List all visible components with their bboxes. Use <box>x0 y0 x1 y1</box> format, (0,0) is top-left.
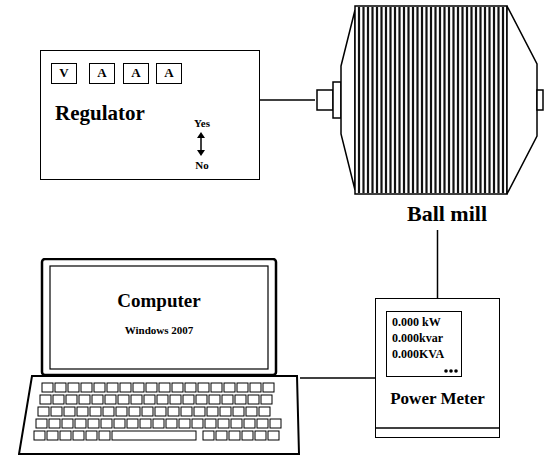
ball-mill: Ball mill <box>315 2 545 230</box>
regulator-box: V A A A RegulatorYesNo <box>40 50 260 180</box>
connection-line <box>260 99 315 101</box>
switch-label: No <box>195 159 208 172</box>
ball-mill-drawing <box>315 2 545 198</box>
laptop-computer: ComputerWindows 2007 <box>18 258 300 456</box>
component-label: Ball mill <box>407 201 487 226</box>
box-title: Regulator <box>55 101 145 125</box>
meter-reading: 0.000KVA <box>392 348 444 362</box>
laptop-drawing <box>18 258 300 456</box>
os-label: Windows 2007 <box>125 324 194 337</box>
component-label: Computer <box>117 290 200 312</box>
connection-line <box>300 377 375 379</box>
gauge-box: V <box>51 63 77 84</box>
connection-line <box>437 230 439 298</box>
meter-reading: 0.000 kW <box>392 316 441 330</box>
display-indicator-dots <box>444 369 458 373</box>
component-label: Power Meter <box>390 389 485 409</box>
meter-display: 0.000 kW 0.000kvar 0.000KVA <box>386 311 462 377</box>
meter-base-line <box>376 427 499 429</box>
gauge-symbol: A <box>97 66 106 81</box>
yes-no-switch-arrow <box>197 132 205 156</box>
gauge-symbol: V <box>59 66 68 81</box>
gauge-symbol: A <box>164 66 173 81</box>
gauge-box: A <box>156 63 182 84</box>
meter-reading: 0.000kvar <box>392 332 443 346</box>
switch-label: Yes <box>194 117 210 130</box>
gauge-symbol: A <box>131 66 140 81</box>
power-meter-box: 0.000 kW 0.000kvar 0.000KVA Power Meter <box>375 298 500 438</box>
gauge-box: A <box>89 63 115 84</box>
gauge-box: A <box>123 63 149 84</box>
